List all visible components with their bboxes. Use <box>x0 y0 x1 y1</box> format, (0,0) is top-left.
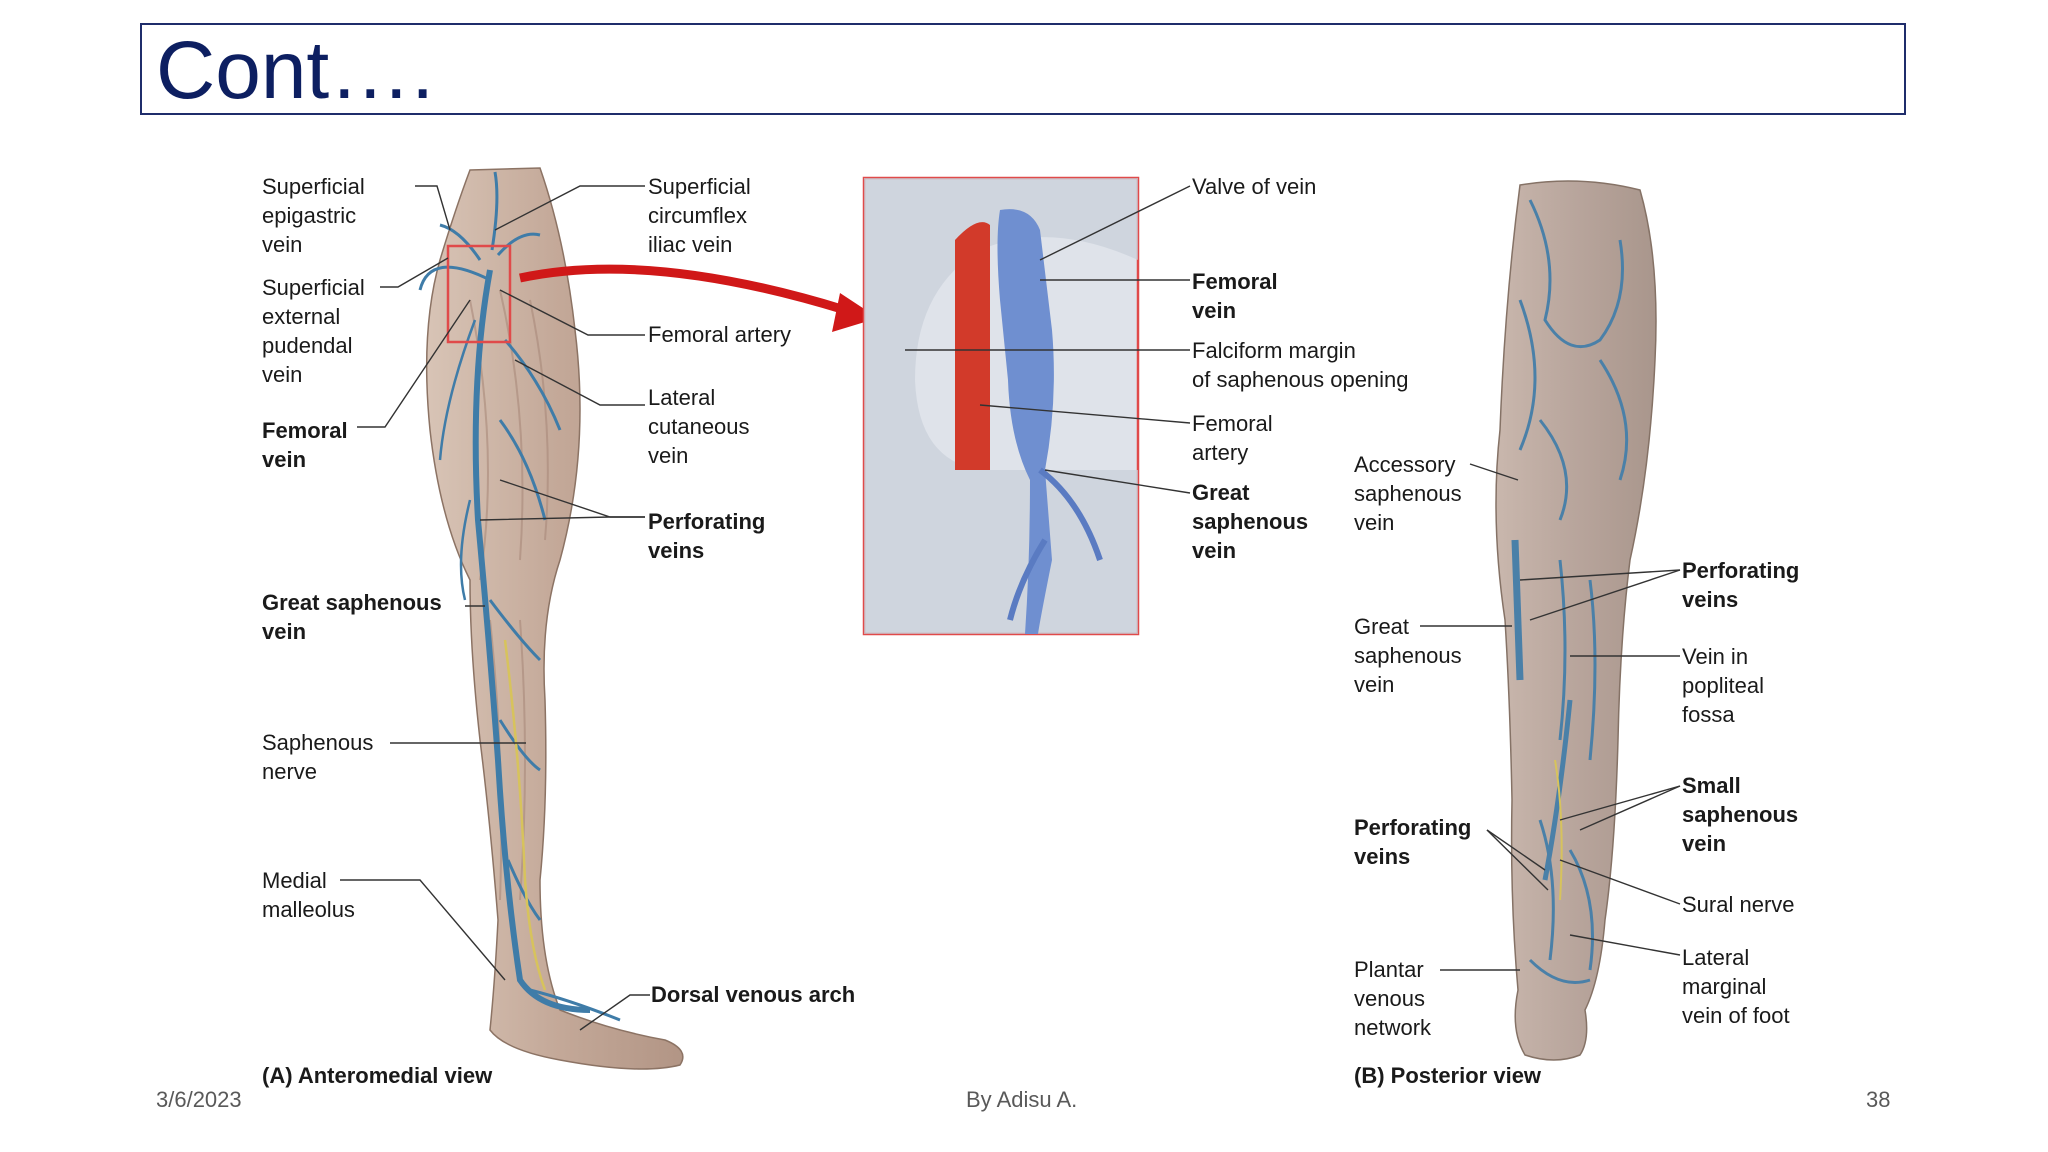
label-medial-malleolus: Medial malleolus <box>262 868 355 922</box>
label-superficial-epigastric-vein: Superficial epigastric vein <box>262 174 365 257</box>
slide-title: Cont…. <box>156 25 434 116</box>
label-great-saphenous-vein-inset: Great saphenous vein <box>1192 480 1309 563</box>
footer-page-number: 38 <box>1866 1087 1891 1112</box>
label-femoral-artery-inset: Femoral artery <box>1192 411 1273 465</box>
label-sural-nerve: Sural nerve <box>1682 892 1795 917</box>
posterior-leg <box>1495 180 1657 1061</box>
label-perforating-veins-b-left: Perforating veins <box>1354 815 1472 869</box>
leader-lines <box>340 185 1681 1031</box>
label-perforating-veins-b-right: Perforating veins <box>1682 558 1800 612</box>
label-superficial-circumflex-iliac-vein: Superficial circumflex iliac vein <box>648 174 751 257</box>
label-femoral-artery-a: Femoral artery <box>648 322 792 347</box>
inset-saphenous-opening <box>862 176 1140 636</box>
footer-author: By Adisu A. <box>966 1087 1078 1112</box>
label-femoral-vein-a: Femoral vein <box>262 418 348 472</box>
label-small-saphenous-vein: Small saphenous vein <box>1682 773 1799 856</box>
label-falciform-margin: Falciform margin of saphenous opening <box>1192 338 1409 392</box>
footer-date: 3/6/2023 <box>156 1087 242 1112</box>
label-superficial-external-pudendal-vein: Superficial external pudendal vein <box>262 275 365 387</box>
label-plantar-venous-network: Plantar venous network <box>1354 957 1432 1040</box>
caption-posterior-view: (B) Posterior view <box>1354 1063 1542 1088</box>
label-femoral-vein-inset: Femoral vein <box>1192 269 1278 323</box>
label-great-saphenous-vein-b: Great saphenous vein <box>1354 614 1462 697</box>
label-dorsal-venous-arch: Dorsal venous arch <box>651 982 856 1007</box>
title-box: Cont…. <box>140 23 1906 115</box>
label-vein-in-popliteal-fossa: Vein in popliteal fossa <box>1682 644 1764 727</box>
label-lateral-marginal-vein-of-foot: Lateral marginal vein of foot <box>1682 945 1790 1028</box>
label-valve-of-vein: Valve of vein <box>1192 174 1317 199</box>
pointer-arrow <box>519 264 847 315</box>
label-accessory-saphenous-vein: Accessory saphenous vein <box>1354 452 1462 535</box>
label-saphenous-nerve: Saphenous nerve <box>262 730 374 784</box>
label-lateral-cutaneous-vein: Lateral cutaneous vein <box>648 385 750 468</box>
caption-anteromedial-view: (A) Anteromedial view <box>262 1063 493 1088</box>
label-great-saphenous-vein-a: Great saphenous vein <box>262 590 442 644</box>
anteromedial-leg <box>418 167 684 1070</box>
label-perforating-veins-a: Perforating veins <box>648 509 766 563</box>
